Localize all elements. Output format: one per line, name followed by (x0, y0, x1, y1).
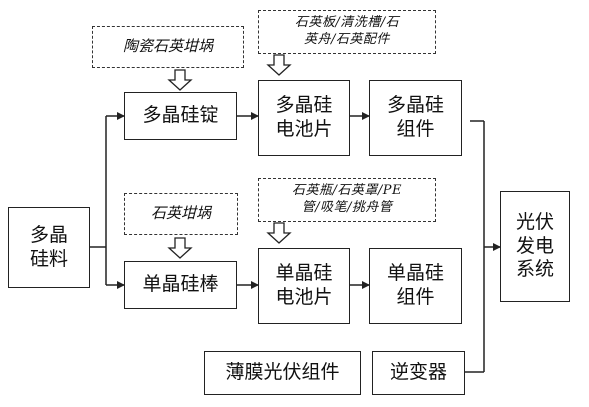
node-quartz-crucible: 石英坩埚 (124, 193, 238, 235)
node-polysilicon-material: 多晶 硅料 (8, 207, 90, 288)
node-quartz-accessories-mono-label: 石英瓶/石英罩/PE 管/吸笔/挑舟管 (292, 183, 402, 215)
node-mono-module-label: 单晶硅 组件 (386, 262, 444, 308)
node-multi-module: 多晶硅 组件 (369, 80, 462, 156)
node-thin-film-module: 薄膜光伏组件 (204, 351, 361, 395)
hollow-arrow-quartz-accessories-mono (266, 222, 292, 244)
node-mono-module: 单晶硅 组件 (369, 248, 462, 324)
node-thin-film-module-label: 薄膜光伏组件 (225, 361, 340, 384)
node-pv-system-label: 光伏 发电 系统 (515, 210, 554, 281)
node-quartz-accessories-multi-label: 石英板/清洗槽/石 英舟/石英配件 (294, 15, 400, 47)
hollow-arrow-quartz-accessories-multi (266, 54, 292, 76)
node-multi-ingot: 多晶硅锭 (124, 92, 237, 140)
node-quartz-crucible-label: 石英坩埚 (150, 204, 211, 223)
node-multi-cell: 多晶硅 电池片 (258, 80, 350, 156)
hollow-arrow-quartz-crucible (167, 237, 193, 259)
node-inverter: 逆变器 (372, 351, 465, 395)
node-quartz-accessories-mono: 石英瓶/石英罩/PE 管/吸笔/挑舟管 (258, 178, 436, 222)
node-mono-cell-label: 单晶硅 电池片 (275, 262, 333, 308)
node-multi-cell-label: 多晶硅 电池片 (275, 94, 333, 140)
node-mono-rod: 单晶硅棒 (124, 261, 237, 309)
node-ceramic-quartz-crucible: 陶瓷石英坩埚 (92, 26, 244, 68)
node-mono-cell: 单晶硅 电池片 (258, 248, 350, 324)
node-multi-module-label: 多晶硅 组件 (386, 94, 444, 140)
node-multi-ingot-label: 多晶硅锭 (142, 104, 219, 127)
hollow-arrow-ceramic-crucible (167, 69, 193, 91)
node-polysilicon-material-label: 多晶 硅料 (29, 223, 68, 270)
node-mono-rod-label: 单晶硅棒 (142, 273, 219, 296)
node-inverter-label: 逆变器 (389, 361, 447, 384)
node-pv-system: 光伏 发电 系统 (500, 191, 570, 302)
node-ceramic-quartz-crucible-label: 陶瓷石英坩埚 (122, 37, 213, 56)
node-quartz-accessories-multi: 石英板/清洗槽/石 英舟/石英配件 (258, 10, 436, 54)
